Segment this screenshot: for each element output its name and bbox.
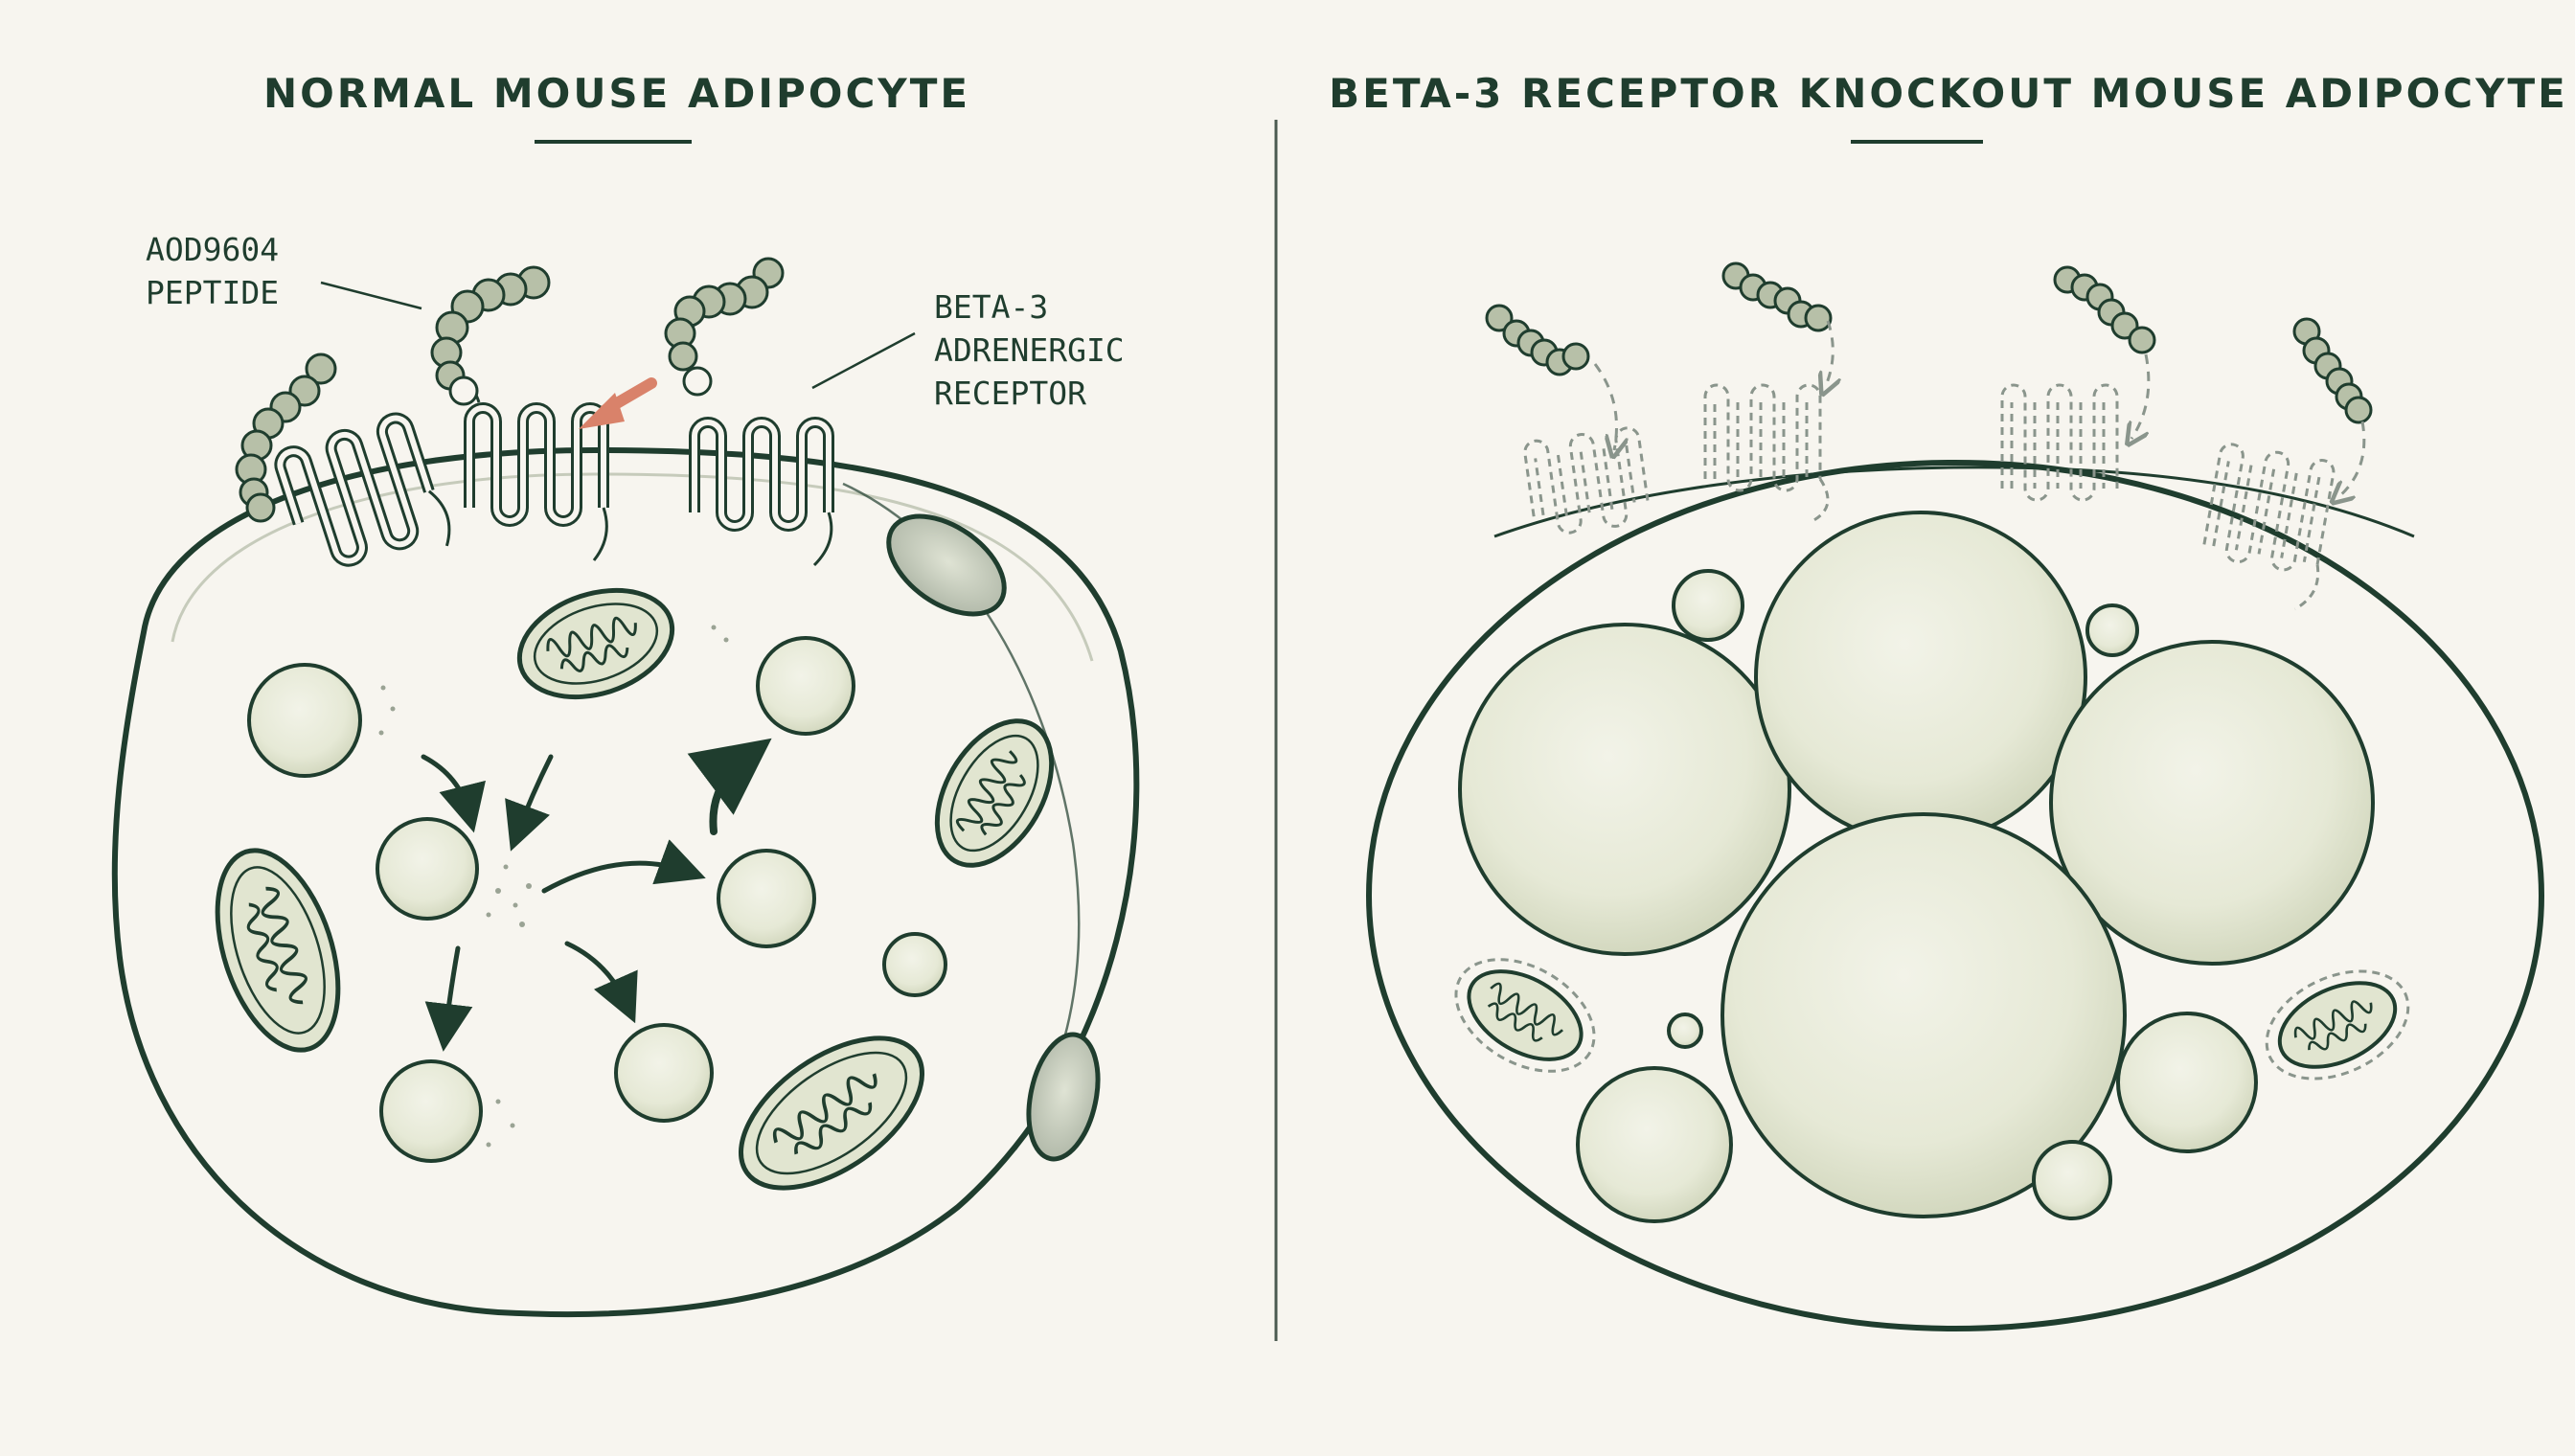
lipid-droplet [1667,1012,1703,1049]
lipid-droplet [247,663,362,778]
lipid-droplet [379,1059,483,1163]
reduced-mitochondrion [2265,969,2410,1081]
absent-receptor-3 [2000,383,2119,502]
large-lipid-droplet [1720,812,2127,1218]
lipolysis-arrow [541,839,706,894]
mitochondrion [215,848,341,1053]
lipid-droplet [376,817,479,921]
nucleus-top-right [886,513,1007,617]
receptor-label-line3: RECEPTOR [934,375,1086,412]
reduced-mitochondrion [1454,958,1596,1073]
inner-membrane-line [171,472,1094,662]
binding-pointer-arrow [579,377,657,429]
unbound-peptide-4 [2292,317,2373,424]
large-lipid-droplet [1458,623,1791,956]
lipid-droplet [1672,569,1744,642]
lipid-droplet [2116,1012,2258,1153]
lipid-droplet [614,1023,714,1123]
no-binding-arrow [2337,421,2366,498]
lipid-droplet [1576,1066,1733,1223]
lipid-droplet [2032,1140,2112,1220]
lipid-droplet [882,932,947,997]
receptor-leader-line [811,331,916,390]
normal-adipocyte: AOD9604 PEPTIDE BETA-3 ADRENERGIC RECEPT… [111,231,1140,1318]
mitochondrion [934,718,1055,868]
no-binding-arrow [1593,363,1617,450]
unbound-peptide-2 [1721,262,1833,332]
lipid-droplet [717,849,816,948]
unbound-peptide-1 [1485,304,1590,376]
beta3-receptor-1 [274,412,451,567]
receptor-label-line2: ADRENERGIC [934,331,1125,369]
absent-receptor-4 [2202,443,2336,611]
lipolysis-arrow [564,941,638,1024]
aod9604-peptide-2 [430,265,551,406]
lipolysis-arrow [421,754,486,833]
nucleus-bottom-right [1026,1032,1101,1162]
large-lipid-droplet [2049,640,2375,966]
peptide-label-line1: AOD9604 [146,231,279,268]
peptide-label-line2: PEPTIDE [146,274,279,311]
absent-receptor-2 [1703,383,1830,524]
unbound-peptide-3 [2053,265,2156,354]
no-binding-arrow [1825,320,1833,388]
no-binding-arrow [2131,353,2151,439]
mitochondrion [516,587,675,700]
aod9604-peptide-3 [664,257,785,397]
lipid-droplet [2085,603,2139,657]
aod9604-peptide-1 [235,353,337,523]
left-panel-title: NORMAL MOUSE ADIPOCYTE [263,70,970,117]
lipid-droplet [756,636,855,736]
fatty-acid-particles [378,625,729,1148]
mitochondrion [738,1035,925,1191]
lipolysis-arrow [424,945,473,1052]
right-panel-title: BETA-3 RECEPTOR KNOCKOUT MOUSE ADIPOCYTE [1329,70,2568,117]
beta3-receptor-3 [689,417,834,567]
lipolysis-arrow [505,754,554,852]
knockout-adipocyte [1366,262,2544,1331]
peptide-leader-line [320,281,422,310]
lipolysis-arrow-large [687,738,772,835]
large-lipid-droplet [1754,511,2087,844]
receptor-label-line1: BETA-3 [934,288,1048,326]
